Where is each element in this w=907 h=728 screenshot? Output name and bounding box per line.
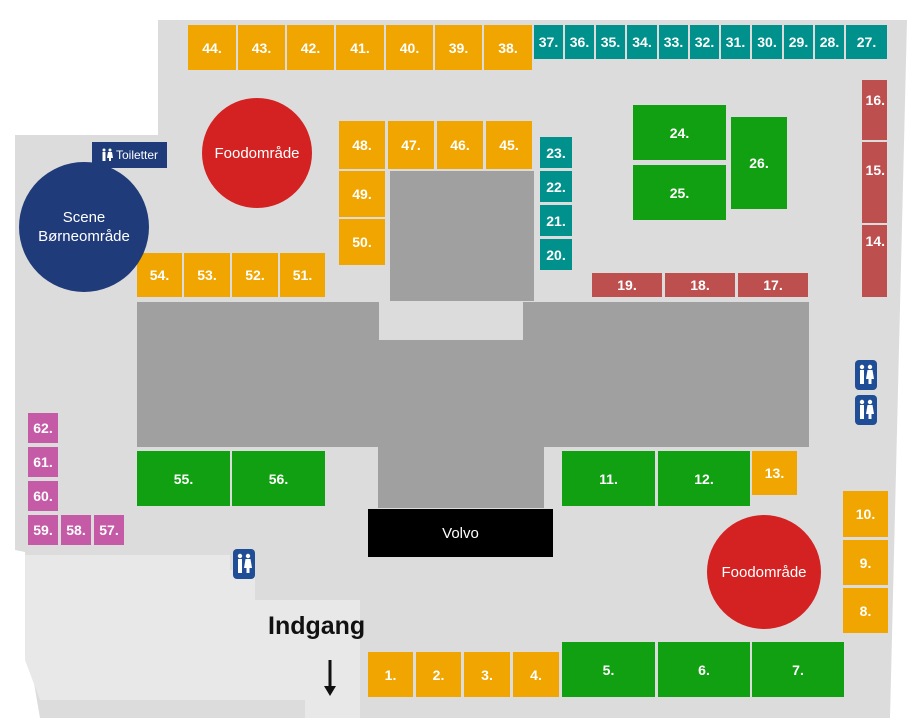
booth-52[interactable]: 52. xyxy=(232,253,278,297)
food-area-top[interactable]: Foodområde xyxy=(202,98,312,208)
booth-46[interactable]: 46. xyxy=(437,121,483,169)
booth-47[interactable]: 47. xyxy=(388,121,434,169)
lower-wing xyxy=(25,555,360,718)
booth-6[interactable]: 6. xyxy=(658,642,750,697)
booth-15[interactable]: 15. xyxy=(862,142,887,223)
food-area-bottom[interactable]: Foodområde xyxy=(707,515,821,629)
booth-38[interactable]: 38. xyxy=(484,25,532,70)
booth-37[interactable]: 37. xyxy=(534,25,563,59)
booth-23[interactable]: 23. xyxy=(540,137,572,168)
booth-13[interactable]: 13. xyxy=(752,451,797,495)
booth-21[interactable]: 21. xyxy=(540,205,572,236)
booth-58[interactable]: 58. xyxy=(61,515,91,545)
entrance-label: Indgang xyxy=(268,612,366,640)
toilet-icon xyxy=(102,148,113,161)
booth-29[interactable]: 29. xyxy=(784,25,813,59)
booth-57[interactable]: 57. xyxy=(94,515,124,545)
booth-33[interactable]: 33. xyxy=(659,25,688,59)
booth-24[interactable]: 24. xyxy=(633,105,726,160)
booth-49[interactable]: 49. xyxy=(339,171,385,217)
toilet-icon[interactable] xyxy=(855,395,877,425)
booth-53[interactable]: 53. xyxy=(184,253,230,297)
booth-14[interactable]: 14. xyxy=(862,225,887,297)
booth-44[interactable]: 44. xyxy=(188,25,236,70)
booth-4[interactable]: 4. xyxy=(513,652,559,697)
booth-3[interactable]: 3. xyxy=(464,652,510,697)
kids-area-label: Børneområde xyxy=(38,228,130,245)
booth-56[interactable]: 56. xyxy=(232,451,325,506)
booth-7[interactable]: 7. xyxy=(752,642,844,697)
booth-59[interactable]: 59. xyxy=(28,515,58,545)
booth-8[interactable]: 8. xyxy=(843,588,888,633)
booth-1[interactable]: 1. xyxy=(368,652,413,697)
booth-5[interactable]: 5. xyxy=(562,642,655,697)
booth-40[interactable]: 40. xyxy=(386,25,433,70)
food-area-label: Foodområde xyxy=(214,144,300,162)
building-left xyxy=(137,302,379,447)
booth-30[interactable]: 30. xyxy=(752,25,782,59)
toilets-label-box[interactable]: Toiletter xyxy=(92,142,167,168)
building-annex xyxy=(390,171,534,301)
booth-32[interactable]: 32. xyxy=(690,25,719,59)
booth-41[interactable]: 41. xyxy=(336,25,384,70)
booth-16[interactable]: 16. xyxy=(862,80,887,140)
booth-43[interactable]: 43. xyxy=(238,25,285,70)
booth-20[interactable]: 20. xyxy=(540,239,572,270)
toilet-icon[interactable] xyxy=(233,549,255,579)
arrow-down-icon xyxy=(324,660,336,696)
booth-51[interactable]: 51. xyxy=(280,253,325,297)
volvo-area[interactable]: Volvo xyxy=(368,509,553,557)
booth-26[interactable]: 26. xyxy=(731,117,787,209)
booth-35[interactable]: 35. xyxy=(596,25,625,59)
booth-48[interactable]: 48. xyxy=(339,121,385,169)
scene-kids-area[interactable]: Scene Børneområde xyxy=(19,162,149,292)
booth-25[interactable]: 25. xyxy=(633,165,726,220)
food-area-label: Foodområde xyxy=(721,563,807,581)
toilets-label: Toiletter xyxy=(115,148,159,162)
building-center xyxy=(378,340,544,508)
booth-31[interactable]: 31. xyxy=(721,25,750,59)
booth-61[interactable]: 61. xyxy=(28,447,58,477)
booth-18[interactable]: 18. xyxy=(665,273,735,297)
booth-28[interactable]: 28. xyxy=(815,25,844,59)
booth-19[interactable]: 19. xyxy=(592,273,662,297)
booth-10[interactable]: 10. xyxy=(843,491,888,537)
booth-27[interactable]: 27. xyxy=(846,25,887,59)
toilet-icon[interactable] xyxy=(855,360,877,390)
building-right xyxy=(523,302,809,447)
booth-39[interactable]: 39. xyxy=(435,25,482,70)
booth-22[interactable]: 22. xyxy=(540,171,572,202)
booth-62[interactable]: 62. xyxy=(28,413,58,443)
booth-55[interactable]: 55. xyxy=(137,451,230,506)
booth-50[interactable]: 50. xyxy=(339,219,385,265)
booth-42[interactable]: 42. xyxy=(287,25,334,70)
scene-label: Scene xyxy=(62,209,106,226)
booth-60[interactable]: 60. xyxy=(28,481,58,511)
booth-45[interactable]: 45. xyxy=(486,121,532,169)
booth-9[interactable]: 9. xyxy=(843,540,888,585)
booth-12[interactable]: 12. xyxy=(658,451,750,506)
booth-11[interactable]: 11. xyxy=(562,451,655,506)
booth-36[interactable]: 36. xyxy=(565,25,594,59)
booth-2[interactable]: 2. xyxy=(416,652,461,697)
booth-17[interactable]: 17. xyxy=(738,273,808,297)
booth-34[interactable]: 34. xyxy=(627,25,657,59)
booth-54[interactable]: 54. xyxy=(137,253,182,297)
